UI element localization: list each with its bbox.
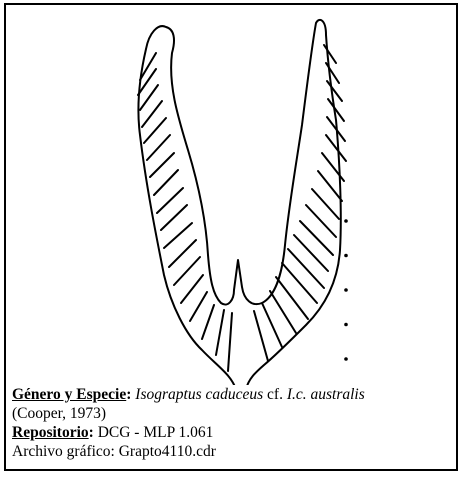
specimen-caption: Género y Especie: Isograptus caduceus cf… xyxy=(12,385,452,461)
genus-label: Género y Especie xyxy=(12,386,126,403)
repository-colon: : xyxy=(89,424,94,441)
cf-text: cf. xyxy=(267,386,283,403)
graptolite-drawing xyxy=(6,5,458,385)
dot-marker xyxy=(344,219,348,223)
author-line: (Cooper, 1973) xyxy=(12,404,452,423)
comparison-name: I.c. australis xyxy=(287,386,365,403)
specimen-card: Género y Especie: Isograptus caduceus cf… xyxy=(4,3,458,471)
species-line: Género y Especie: Isograptus caduceus cf… xyxy=(12,385,452,404)
species-name: Isograptus caduceus xyxy=(135,386,263,403)
genus-colon: : xyxy=(126,386,131,403)
dot-marker xyxy=(344,254,348,258)
graptolite-outline xyxy=(138,20,346,385)
dot-column xyxy=(344,219,348,361)
repository-value: DCG - MLP 1.061 xyxy=(98,424,214,441)
repository-line: Repositorio: DCG - MLP 1.061 xyxy=(12,423,452,442)
dot-marker xyxy=(344,288,348,292)
file-line: Archivo gráfico: Grapto4110.cdr xyxy=(12,442,452,461)
dot-marker xyxy=(344,323,348,327)
dot-marker xyxy=(344,357,348,361)
repository-label: Repositorio xyxy=(12,424,89,441)
